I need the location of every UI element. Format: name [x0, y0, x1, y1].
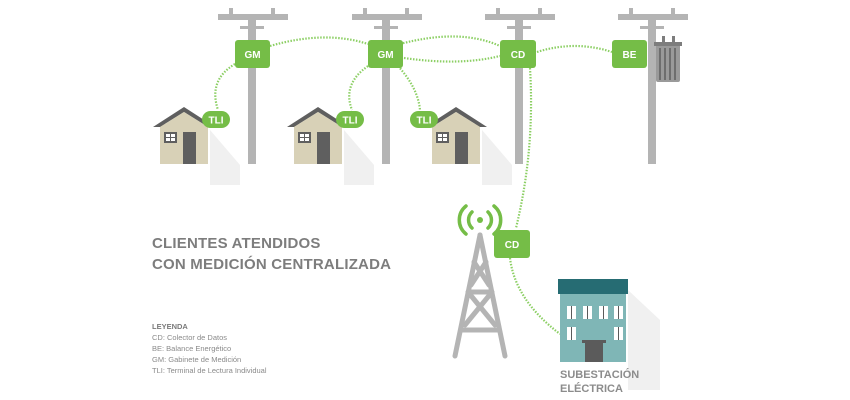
cd-label: CD: [505, 240, 519, 251]
tli-label: TLI: [209, 116, 224, 127]
substation-building: [558, 279, 660, 390]
house-3: [425, 107, 512, 185]
link-gm2-cd: [399, 35, 501, 48]
pole-1: [218, 8, 288, 164]
substation-label-line1: SUBESTACIÓN: [560, 369, 640, 381]
diagram-title-line1: CLIENTES ATENDIDOS: [152, 235, 321, 252]
link-gm2-tli2: [348, 65, 369, 111]
legend-item-gm: GM: Gabinete de Medición: [152, 355, 242, 364]
gm-box-1: GM: [235, 40, 270, 68]
tli-pill-2: TLI: [336, 111, 364, 128]
legend: LEYENDA CD: Colector de Datos BE: Balanc…: [152, 321, 267, 376]
link-gm1-tli1: [214, 63, 236, 111]
data-links: [214, 35, 613, 335]
legend-item-tli: TLI: Terminal de Lectura Individual: [152, 366, 267, 375]
link-cd2-substation: [508, 257, 561, 335]
cd-box-2: CD: [494, 230, 530, 258]
tli-label: TLI: [417, 116, 432, 127]
legend-item-be: BE: Balance Energético: [152, 344, 232, 353]
link-gm2-cd-lower: [403, 54, 501, 63]
house-1: [153, 107, 240, 185]
wireless-signal-icon: [457, 204, 503, 236]
tli-pill-1: TLI: [202, 111, 230, 128]
pole-4: [618, 8, 688, 164]
gm-label: GM: [244, 50, 260, 61]
gm-box-2: GM: [368, 40, 403, 68]
substation-label-line2: ELÉCTRICA: [560, 383, 623, 395]
utility-poles: [218, 8, 688, 164]
cd-label: CD: [511, 50, 525, 61]
diagram-title-line2: CON MEDICIÓN CENTRALIZADA: [152, 256, 392, 273]
radio-tower: [452, 232, 508, 359]
gm-label: GM: [377, 50, 393, 61]
pole-2: [352, 8, 422, 164]
legend-item-cd: CD: Colector de Datos: [152, 333, 228, 342]
legend-heading: LEYENDA: [152, 322, 188, 331]
be-label: BE: [623, 50, 637, 61]
link-cd-be: [536, 44, 613, 54]
house-2: [287, 107, 374, 185]
tli-label: TLI: [343, 116, 358, 127]
link-cd-cd2: [514, 67, 533, 229]
transformer-icon: [654, 36, 682, 82]
link-gm1-gm2: [269, 36, 369, 48]
link-gm2-tli3: [397, 65, 422, 111]
pole-3: [485, 8, 555, 164]
be-box: BE: [612, 40, 647, 68]
cd-box-1: CD: [500, 40, 536, 68]
tli-pill-3: TLI: [410, 111, 438, 128]
